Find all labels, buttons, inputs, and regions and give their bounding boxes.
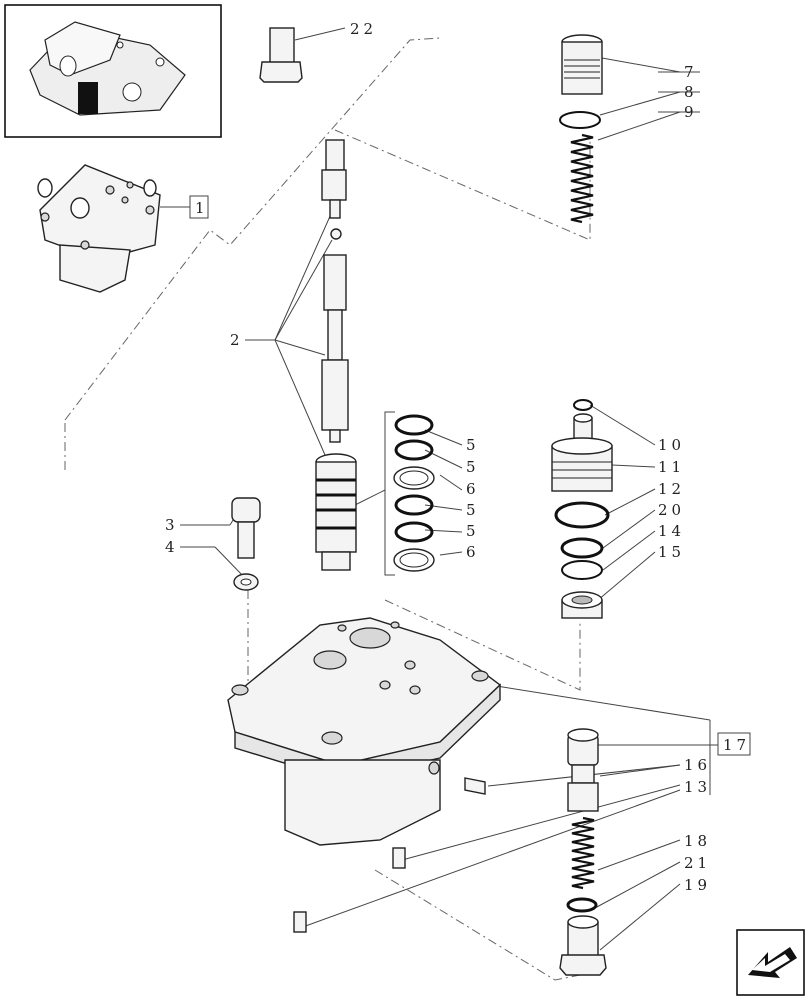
callout-3: 3 (165, 516, 179, 534)
callout-1-box (189, 195, 209, 219)
callout-1[interactable]: 1 (195, 199, 209, 217)
callout-10: 10 (658, 436, 685, 454)
spool-part-2 (315, 139, 357, 571)
bolt-part-3 (231, 497, 261, 559)
callout-14: 14 (658, 522, 685, 540)
center-lines (64, 37, 591, 981)
callout-4: 4 (165, 538, 179, 556)
o-ring-part-21 (566, 897, 598, 913)
leader-lines (160, 27, 718, 951)
seal-rings-5-6 (393, 414, 435, 572)
main-housing (227, 617, 502, 846)
callout-13: 13 (684, 778, 711, 796)
callout-5a: 5 (466, 436, 480, 454)
assembly-thumbnail-icon[interactable] (4, 4, 222, 138)
callout-16: 16 (684, 756, 711, 774)
plug-part-22 (259, 27, 303, 83)
valve-cap-part-7 (561, 34, 603, 95)
callout-18: 18 (684, 832, 711, 850)
callout-20: 20 (658, 501, 685, 519)
plug-part-19 (559, 915, 607, 976)
spring-part-18 (571, 816, 595, 890)
callout-5c: 5 (466, 501, 480, 519)
housing-preview (37, 164, 161, 293)
valve-assembly-10-15 (551, 399, 613, 619)
callout-21: 21 (684, 854, 711, 872)
washer-part-4 (233, 573, 259, 591)
callout-labels: 22 7 8 9 1 2 5 5 6 5 5 6 10 11 12 20 14 … (165, 20, 751, 894)
callout-17[interactable]: 17 (723, 736, 750, 754)
callout-6a: 6 (466, 480, 480, 498)
callout-22: 22 (350, 20, 377, 38)
pin-part-16 (464, 777, 486, 795)
arrow-icon[interactable] (736, 929, 805, 996)
callout-5b: 5 (466, 458, 480, 476)
callout-6b: 6 (466, 543, 480, 561)
callout-11: 11 (658, 458, 685, 476)
callout-5d: 5 (466, 522, 480, 540)
callout-19: 19 (684, 876, 711, 894)
callout-9: 9 (684, 103, 698, 121)
callout-2: 2 (230, 331, 244, 349)
callout-12: 12 (658, 480, 685, 498)
o-ring-part-8 (559, 111, 601, 129)
callout-7: 7 (684, 63, 698, 81)
callout-8: 8 (684, 83, 698, 101)
pin-part-13 (293, 847, 406, 933)
callout-17-box (717, 732, 751, 756)
callout-15: 15 (658, 543, 685, 561)
valve-part-17 (567, 728, 599, 812)
spring-part-9 (569, 133, 595, 224)
